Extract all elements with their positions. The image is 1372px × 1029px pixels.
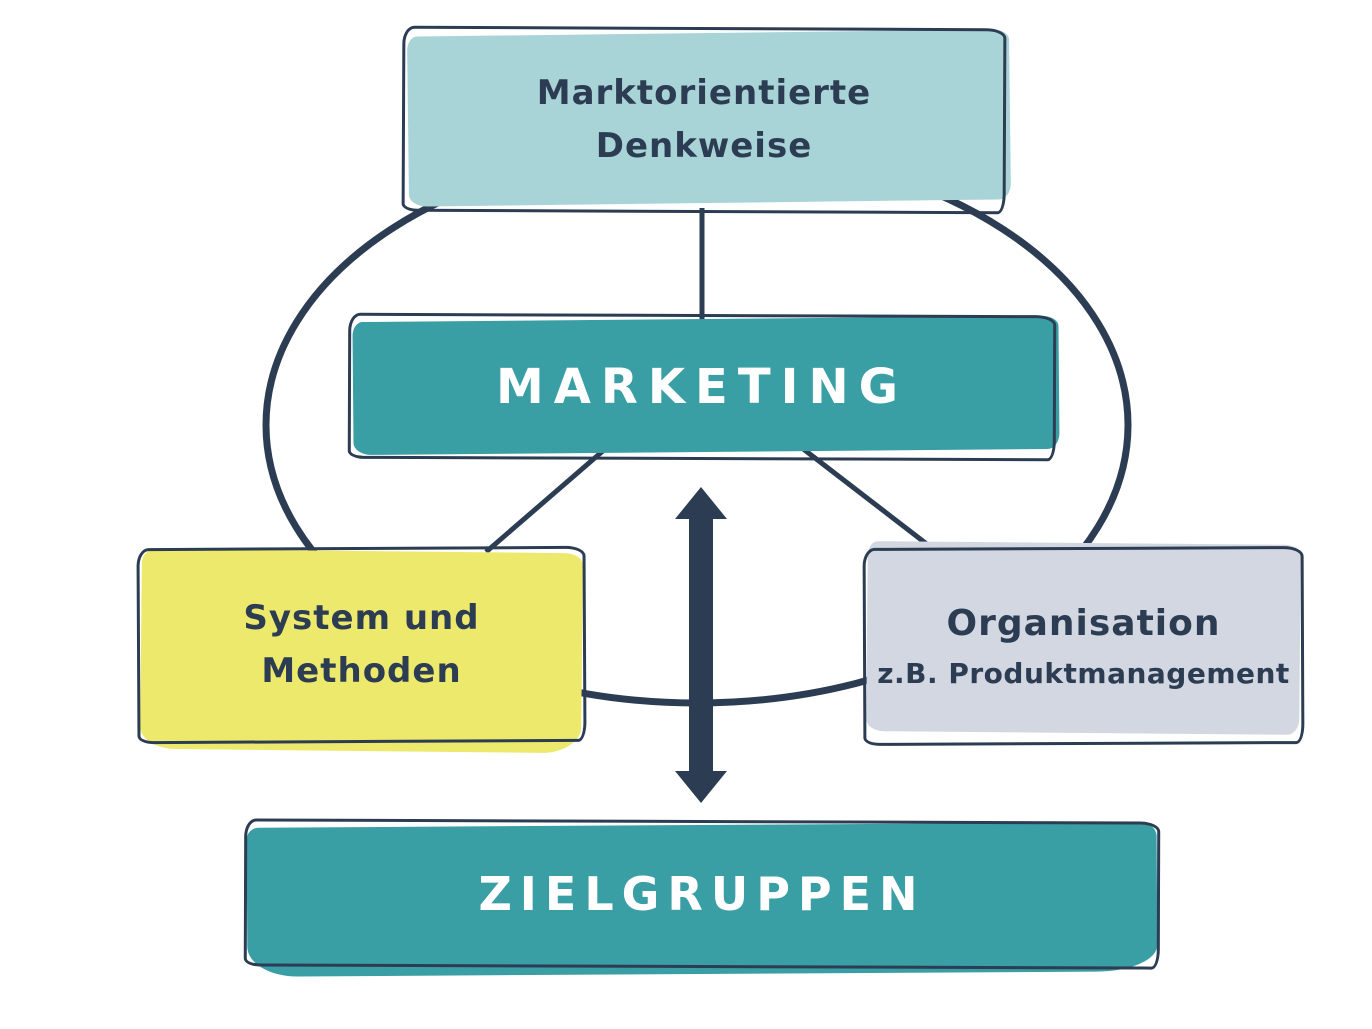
node-label: ZIELGRUPPEN <box>244 820 1160 968</box>
double-arrow-icon <box>675 487 727 803</box>
node-marktorientierte-denkweise: Marktorientierte Denkweise <box>401 25 1012 215</box>
node-label-line2: z.B. Produktmanagement <box>877 657 1290 691</box>
node-label-line2: Denkweise <box>595 126 813 166</box>
node-label-line1: Marktorientierte <box>536 73 872 114</box>
node-label: MARKETING <box>348 314 1056 460</box>
connector-marketing-to-system <box>484 448 606 554</box>
node-label-text: MARKETING <box>495 359 909 415</box>
node-system-und-methoden: System und Methoden <box>136 545 587 754</box>
node-zielgruppen: ZIELGRUPPEN <box>243 818 1161 977</box>
node-label-text: ZIELGRUPPEN <box>478 867 926 921</box>
node-label: System und Methoden <box>137 547 586 743</box>
node-label: Organisation z.B. Produktmanagement <box>863 547 1304 745</box>
node-label-line2: Methoden <box>261 651 462 691</box>
node-label: Marktorientierte Denkweise <box>402 27 1006 213</box>
node-label-line1: Organisation <box>946 603 1221 645</box>
node-marketing: MARKETING <box>347 312 1060 462</box>
node-organisation: Organisation z.B. Produktmanagement <box>862 541 1305 746</box>
connector-marketing-to-organisation <box>800 446 943 557</box>
node-label-line1: System und <box>243 598 480 639</box>
